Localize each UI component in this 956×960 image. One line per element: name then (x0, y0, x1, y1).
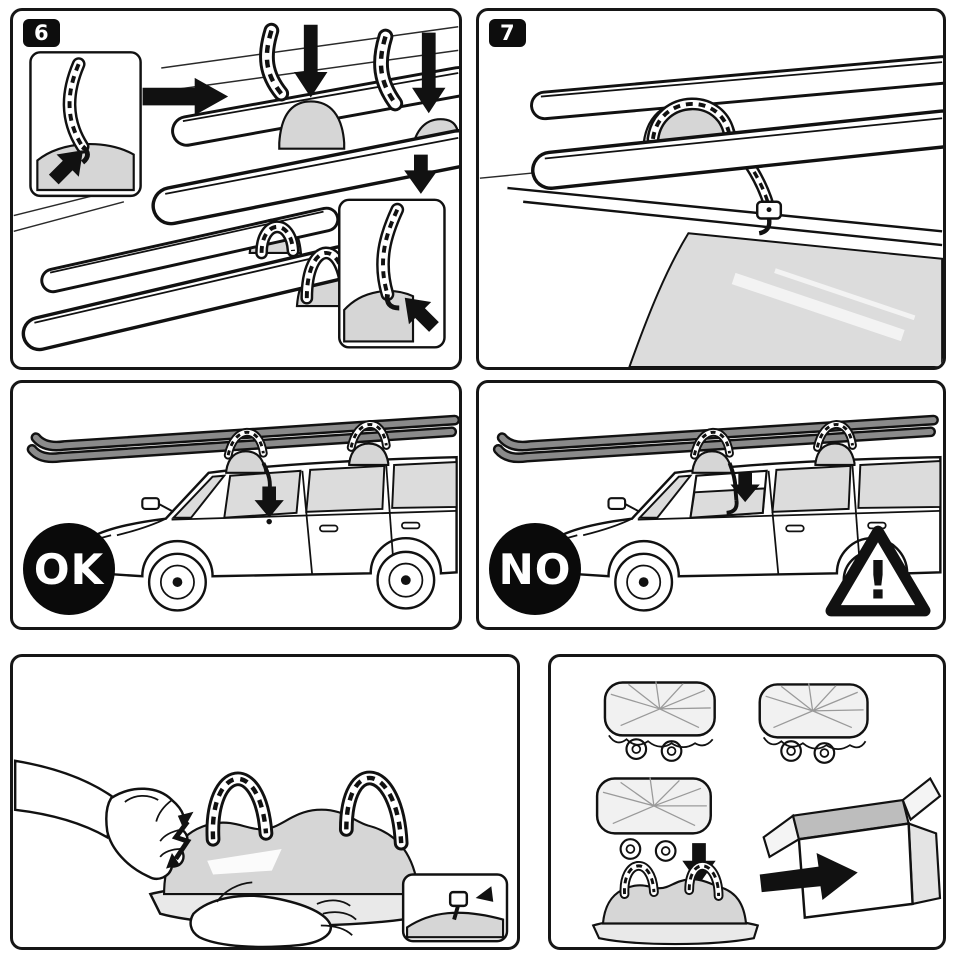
ladder-strap-1 (259, 22, 290, 102)
hook-direction-arrow-icon (404, 297, 439, 332)
step-number-badge: 7 (489, 19, 526, 47)
down-arrow-icon (730, 472, 760, 503)
insert-down-arrow-2-icon (412, 32, 446, 114)
car-windows (171, 461, 458, 575)
window-glass (628, 232, 943, 367)
panel-storage-packing (548, 654, 946, 950)
panel-step-6: 6 (10, 8, 462, 370)
ladder-strap-right (338, 770, 409, 851)
straps-over-skis (223, 420, 391, 460)
hook-direction-arrow-icon (48, 150, 83, 185)
forearm (13, 759, 119, 840)
foam-pad-bar-front (531, 109, 943, 190)
skis-on-roof (26, 414, 459, 464)
foam-pad-bar-rear (530, 55, 943, 121)
strap-into-window (726, 462, 760, 515)
wrapped-pad-1 (603, 681, 716, 762)
clip-pointer-arrow-icon (475, 886, 494, 902)
panel-correct-usage: OK (10, 380, 462, 630)
ladder-strap-over-saddle (646, 97, 737, 146)
detail-inset-strap-clip (401, 873, 509, 943)
strap-into-door-frame (254, 462, 284, 525)
rear-wheel (376, 550, 436, 610)
pad-saddle-base-1 (278, 100, 346, 150)
panel-hand-squeeze (10, 654, 520, 950)
hand-squeeze-illustration (13, 759, 509, 947)
ok-badge: OK (23, 523, 115, 615)
straps-over-skis (690, 420, 857, 460)
panel-incorrect-usage: NO ! (476, 380, 946, 630)
pad-body (163, 808, 421, 896)
ladder-strap-2 (373, 28, 404, 112)
panel-step-7: 7 (476, 8, 946, 370)
exclamation-mark: ! (866, 551, 890, 612)
squeeze-zigzag-arrow-icon (166, 811, 194, 869)
front-wheel (614, 552, 674, 612)
strap-insertion-illustration (13, 22, 459, 352)
wrapped-pad-2 (758, 683, 869, 764)
down-arrow-icon (254, 486, 284, 518)
cardboard-box (762, 776, 942, 919)
inset-pointer-arrow-down-icon (404, 154, 438, 194)
detail-inset-strap-hook-bottom (338, 198, 446, 349)
door-frame-band (507, 186, 943, 247)
roof-pad-saddles (225, 442, 390, 474)
foam-pad-bar-front (151, 129, 459, 226)
door-handles (319, 521, 421, 533)
warning-triangle-icon: ! (825, 523, 931, 619)
packing-illustration (591, 681, 942, 946)
unwrapped-pad-with-straps (591, 860, 760, 946)
detail-inset-strap-hook-top (29, 51, 142, 198)
door-frame-hook-illustration (479, 55, 943, 367)
pack-into-box-arrow-icon (759, 852, 858, 900)
step-number-badge: 6 (23, 19, 60, 47)
insert-down-arrow-1-icon (294, 24, 328, 98)
open-palm-hand (189, 881, 357, 947)
ladder-strap-left (205, 771, 274, 847)
side-mirror (607, 497, 641, 513)
wrapped-pad-3 (595, 777, 712, 862)
foam-pad-bar-front-lower (21, 245, 358, 352)
front-wheel (147, 552, 207, 612)
car-incorrect-illustration (492, 414, 942, 612)
strap-buckle-hook (755, 200, 783, 236)
inset-pointer-arrow-right-icon (142, 77, 229, 116)
ladder-strap-installed-1 (255, 220, 300, 260)
skis-on-roof (492, 414, 939, 464)
side-mirror (141, 497, 174, 513)
no-badge: NO (489, 523, 581, 615)
car-correct-illustration (26, 414, 459, 612)
